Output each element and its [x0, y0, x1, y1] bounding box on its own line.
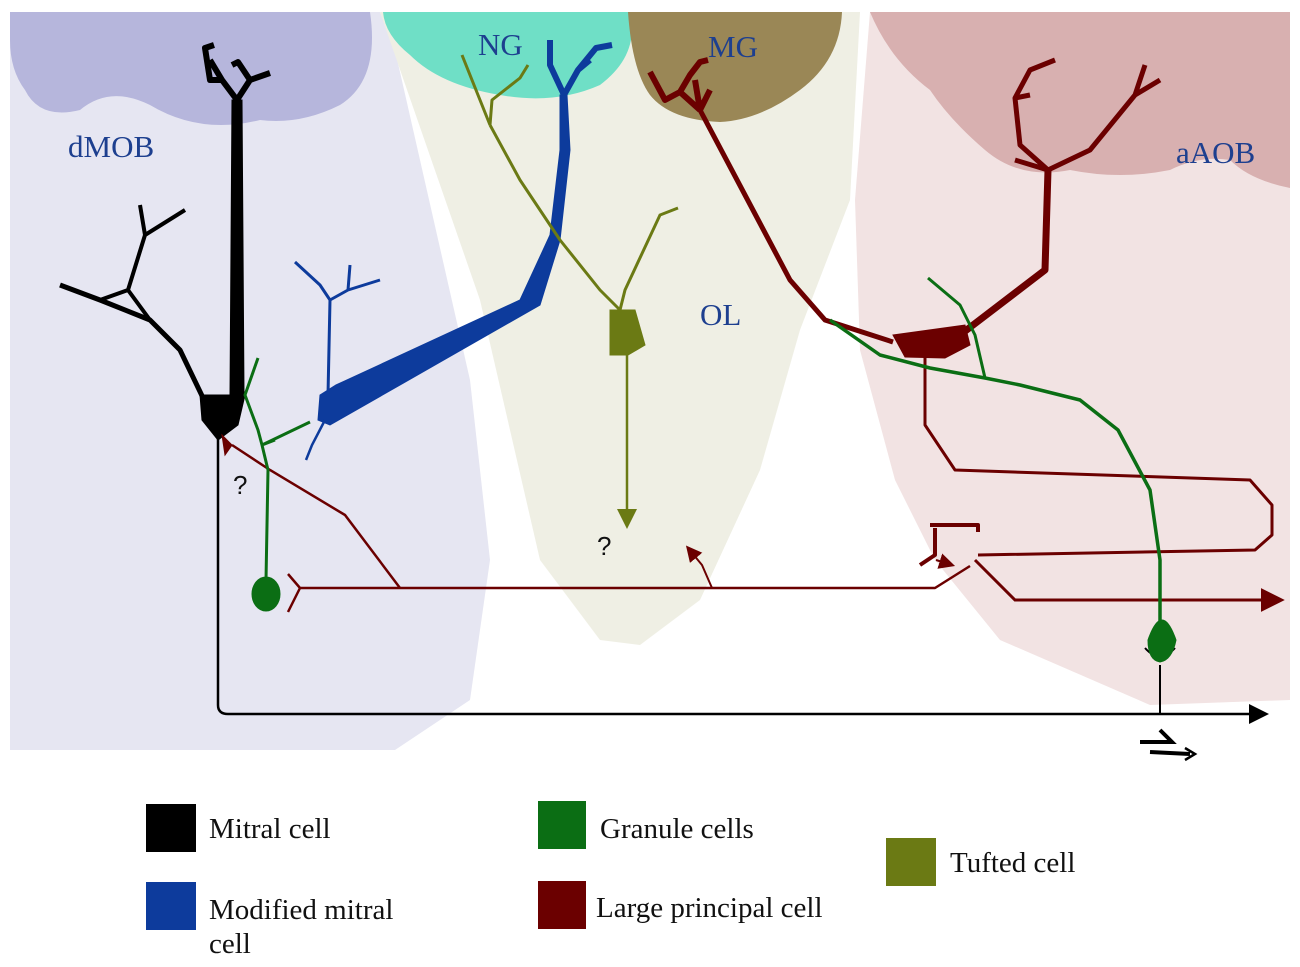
- legend-swatch-modified-mitral: [146, 882, 196, 930]
- dmob-glomerular-layer: [10, 12, 372, 125]
- question-mark-center: ?: [597, 531, 611, 561]
- legend-item-modified-mitral: Modified mitral cell: [146, 882, 393, 960]
- modified-mitral-cell: [293, 40, 613, 461]
- legend-item-tufted: Tufted cell: [886, 838, 1075, 886]
- region-labels: dMOB NG MG OL aAOB: [68, 27, 1255, 332]
- legend: Mitral cell Modified mitral cell Granule…: [146, 801, 1075, 960]
- legend-label-mitral: Mitral cell: [209, 813, 331, 845]
- legend-label-large-principal: Large principal cell: [596, 892, 823, 924]
- legend-label-tufted: Tufted cell: [950, 847, 1075, 879]
- ng-label: NG: [478, 27, 523, 62]
- granule-cells: [243, 276, 1177, 663]
- legend-label-modified-mitral-line1: Modified mitral: [209, 894, 393, 926]
- aaob-glomerular-layer: [870, 12, 1290, 188]
- region-backgrounds: [10, 12, 1290, 750]
- aaob-label: aAOB: [1176, 135, 1255, 170]
- legend-swatch-mitral: [146, 804, 196, 852]
- mg-label: MG: [708, 29, 758, 64]
- tufted-cell: [460, 54, 679, 529]
- large-principal-cell: [221, 57, 1285, 613]
- legend-label-modified-mitral-line2: cell: [209, 928, 251, 960]
- mitral-axon: [216, 430, 1269, 762]
- dmob-label: dMOB: [68, 129, 154, 164]
- ol-label: OL: [700, 297, 741, 332]
- ng-glomerulus: [383, 12, 632, 99]
- legend-label-granule: Granule cells: [600, 813, 754, 845]
- legend-swatch-granule: [538, 801, 586, 849]
- legend-item-granule: Granule cells: [538, 801, 754, 849]
- legend-swatch-large-principal: [538, 881, 586, 929]
- aaob-region: [855, 12, 1290, 705]
- mitral-cell: [59, 42, 271, 441]
- legend-item-large-principal: Large principal cell: [538, 881, 823, 929]
- legend-item-mitral: Mitral cell: [146, 804, 331, 852]
- legend-swatch-tufted: [886, 838, 936, 886]
- question-mark-left: ?: [233, 470, 247, 500]
